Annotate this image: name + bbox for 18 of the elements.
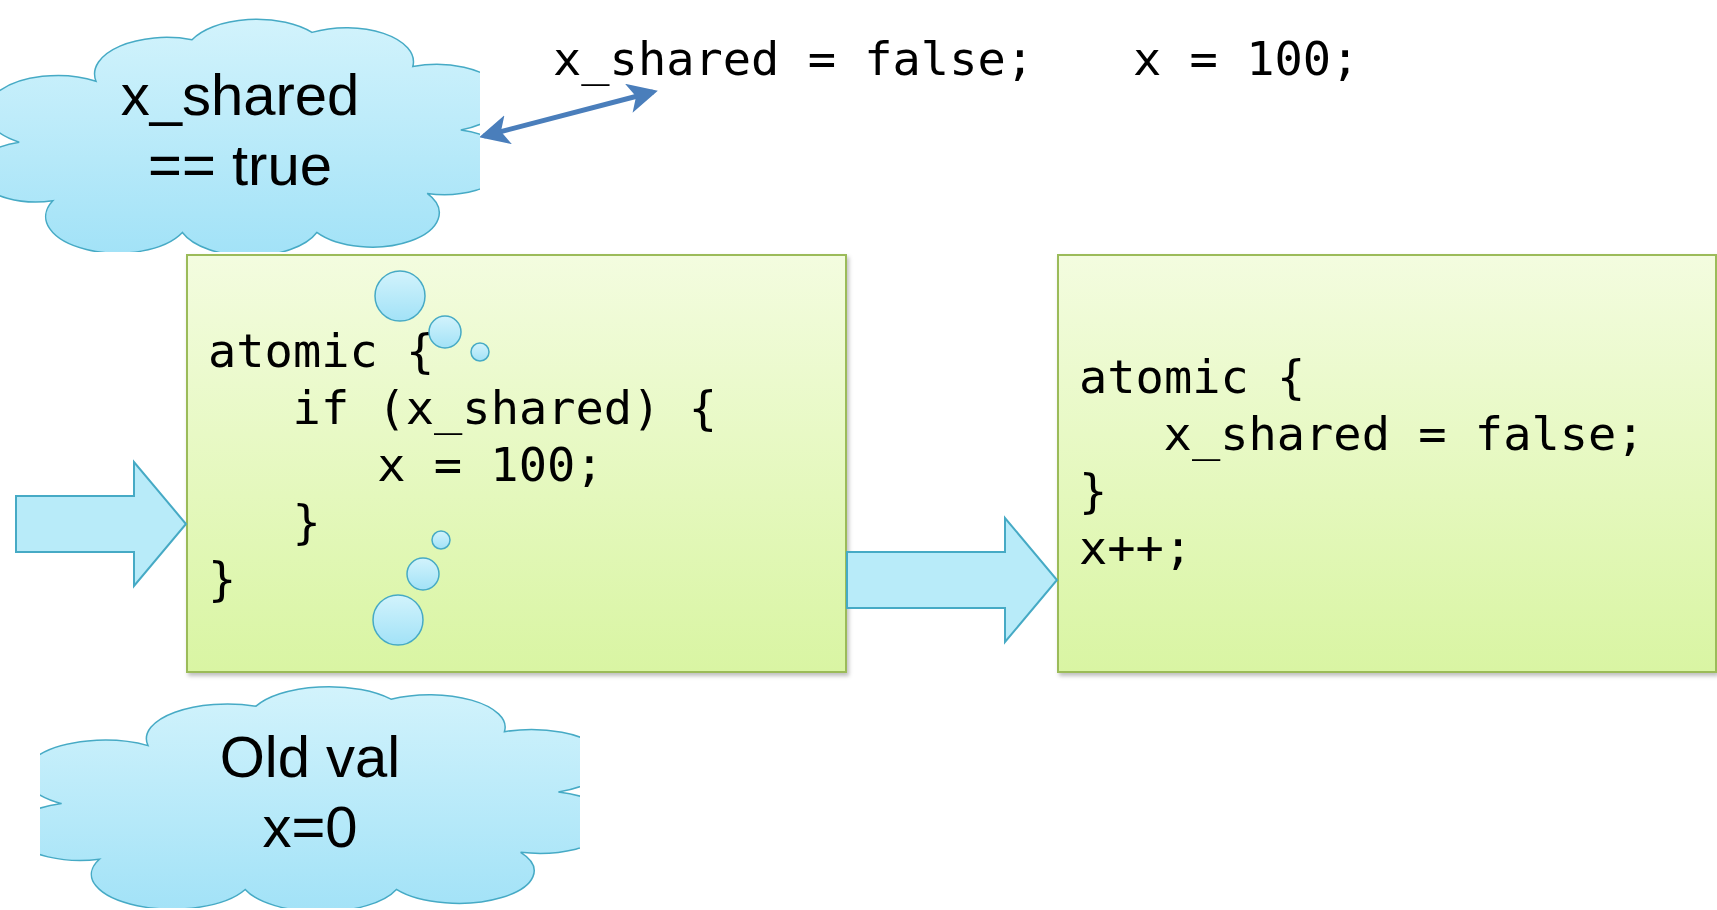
code-panel [1057, 254, 1717, 673]
double-arrow [479, 83, 658, 145]
code-line: atomic { [208, 322, 435, 379]
cloud-text: x_shared == true [119, 61, 361, 199]
code-panel [186, 254, 847, 673]
block-arrow [15, 459, 188, 589]
code-line: atomic { [1079, 348, 1306, 405]
code-line: x++; [1079, 519, 1193, 576]
code-line: } [208, 550, 237, 607]
code-line: } [1079, 462, 1108, 519]
code-line: } [291, 493, 321, 550]
code-line: if (x_shared) { [291, 379, 718, 436]
block-arrow [846, 515, 1059, 645]
code-line: x = 100; [376, 436, 604, 493]
code-text: x = 100; [1133, 30, 1360, 87]
cloud-text: Old val x=0 [218, 723, 402, 861]
code-line: x_shared = false; [1162, 405, 1645, 462]
code-text: x_shared = false; [553, 30, 1035, 87]
